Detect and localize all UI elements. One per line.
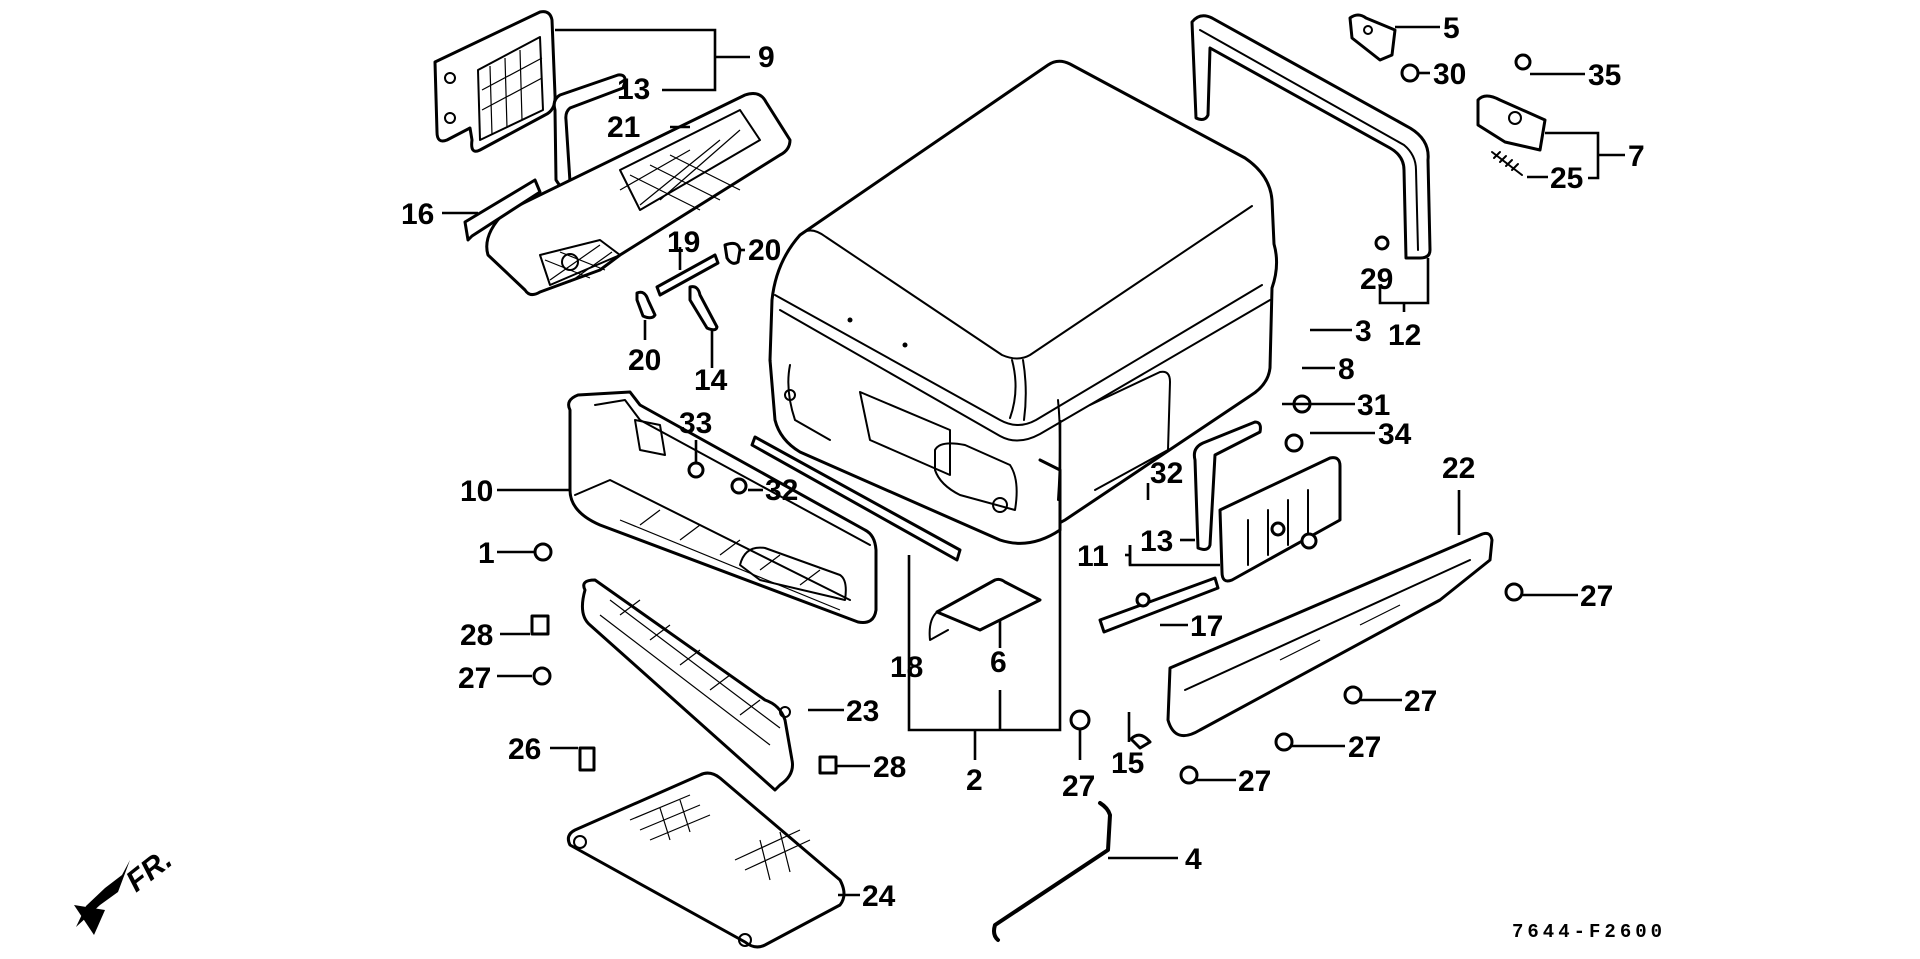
callout-31: 31 — [1357, 389, 1390, 422]
callout-7: 7 — [1628, 140, 1645, 173]
front-grille — [580, 578, 794, 792]
front-direction-indicator: FR. — [74, 843, 178, 935]
front-arrow-head — [74, 905, 105, 935]
center-small-parts — [635, 241, 742, 332]
callout-14: 14 — [694, 364, 728, 397]
callout-28-upper: 28 — [460, 619, 493, 652]
callout-10: 10 — [460, 475, 493, 508]
leader-lines — [442, 25, 1625, 897]
callout-21: 21 — [607, 111, 640, 144]
callout-2: 2 — [966, 764, 983, 797]
hinge-hardware — [1348, 13, 1547, 176]
callout-26: 26 — [508, 733, 541, 766]
callout-9: 9 — [758, 41, 775, 74]
callout-17: 17 — [1190, 610, 1223, 643]
top-seal-strip — [1190, 14, 1432, 260]
under-cover-grille — [566, 771, 846, 949]
right-side-skirt — [1166, 531, 1494, 738]
callout-27-left: 27 — [458, 662, 491, 695]
callout-25: 25 — [1550, 162, 1583, 195]
callout-27-right-low: 27 — [1348, 731, 1381, 764]
callout-27-bottom-center: 27 — [1062, 770, 1095, 803]
callout-35: 35 — [1588, 59, 1621, 92]
seal-strip-17 — [1098, 576, 1220, 634]
callout-8: 8 — [1338, 353, 1355, 386]
center-seal-strip-18 — [750, 435, 962, 562]
callout-23: 23 — [846, 695, 879, 728]
callout-27-bottom: 27 — [1238, 765, 1271, 798]
callouts: 9 13 21 16 19 20 20 14 33 32 10 1 28 27 … — [401, 12, 1645, 913]
lower-seal-strip-16 — [463, 178, 542, 242]
callout-30: 30 — [1433, 58, 1466, 91]
callout-29: 29 — [1360, 263, 1393, 296]
drawing-code: 7644-F2600 — [1512, 921, 1666, 943]
callout-27-right-upper: 27 — [1580, 580, 1613, 613]
callout-16: 16 — [401, 198, 434, 231]
callout-12: 12 — [1388, 319, 1421, 352]
callout-1: 1 — [478, 537, 495, 570]
callout-5: 5 — [1443, 12, 1460, 45]
callout-27-right-mid: 27 — [1404, 685, 1437, 718]
callout-20-left: 20 — [628, 344, 661, 377]
front-bumper — [567, 390, 878, 624]
callout-33: 33 — [679, 407, 712, 440]
upper-left-intake-grille — [485, 92, 792, 297]
callout-15: 15 — [1111, 747, 1144, 780]
right-vent-seal — [1192, 420, 1262, 551]
cover-6 — [928, 577, 1042, 641]
callout-22: 22 — [1442, 452, 1475, 485]
callout-13-right: 13 — [1140, 525, 1173, 558]
callout-20-right: 20 — [748, 234, 781, 267]
callout-18: 18 — [890, 651, 923, 684]
callout-34: 34 — [1378, 418, 1412, 451]
callout-19: 19 — [667, 226, 700, 259]
callout-13-upper: 13 — [617, 73, 650, 106]
callout-32-left: 32 — [765, 474, 798, 507]
hood-cover — [768, 59, 1279, 545]
hood-stay-rod — [992, 801, 1112, 942]
callout-6: 6 — [990, 646, 1007, 679]
callout-32-right: 32 — [1150, 457, 1183, 490]
front-label: FR. — [120, 843, 178, 899]
callout-28-lower: 28 — [873, 751, 906, 784]
callout-24: 24 — [862, 880, 896, 913]
left-rear-vent-panel — [433, 10, 557, 153]
callout-3: 3 — [1355, 315, 1372, 348]
right-vent-panel — [1218, 456, 1342, 583]
callout-4: 4 — [1185, 843, 1202, 876]
callout-11: 11 — [1077, 540, 1109, 573]
